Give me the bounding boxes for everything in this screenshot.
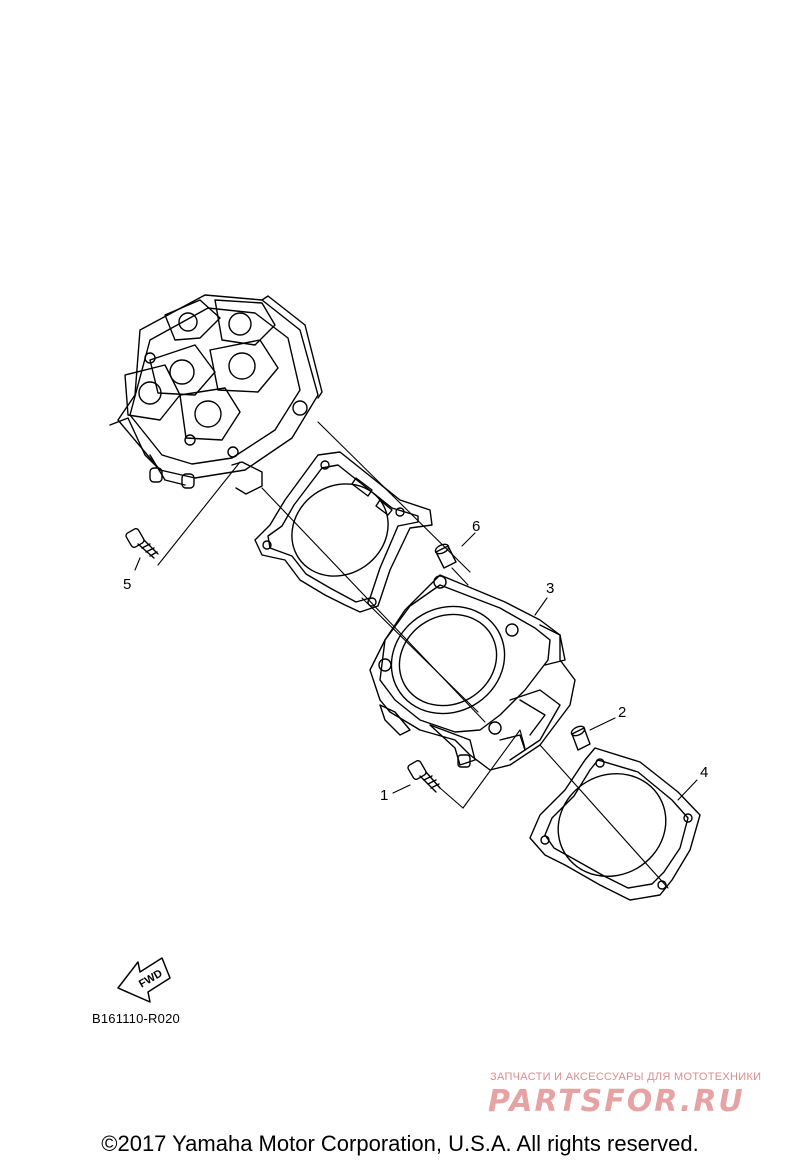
cylinder-base-gasket <box>529 747 701 901</box>
cylinder-head <box>109 294 323 495</box>
callout-6: 6 <box>472 518 481 535</box>
bolt-1 <box>407 759 441 793</box>
copyright-notice: ©2017 Yamaha Motor Corporation, U.S.A. A… <box>101 1131 699 1156</box>
cylinder-block <box>369 574 576 771</box>
watermark-tagline: ЗАПЧАСТИ И АКСЕССУАРЫ ДЛЯ МОТОТЕХНИКИ <box>490 1071 762 1083</box>
callout-2: 2 <box>618 704 627 721</box>
assembly-lines <box>157 421 669 889</box>
watermark-logo: PARTSFOR.RU <box>488 1084 745 1119</box>
callout-4: 4 <box>700 764 709 781</box>
callout-3: 3 <box>546 580 555 597</box>
cylinder-head-gasket <box>254 451 433 613</box>
bolt-5 <box>125 527 159 559</box>
dowel-pin-2 <box>570 725 591 751</box>
leader-lines <box>134 532 698 801</box>
callout-1: 1 <box>380 787 389 804</box>
diagram-code: B161110-R020 <box>92 1011 180 1026</box>
callout-5: 5 <box>123 576 132 593</box>
dowel-pin-6 <box>434 543 457 569</box>
fwd-arrow-icon <box>117 957 171 1003</box>
